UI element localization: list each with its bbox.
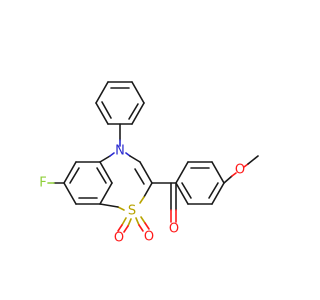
bond: [129, 155, 141, 163]
bond: [211, 161, 225, 184]
bond: [117, 206, 125, 211]
bond: [211, 182, 225, 205]
bond: [138, 224, 144, 232]
bond: [99, 203, 119, 208]
nitrogen-atom-label: N: [115, 144, 125, 159]
sulfur-atom-label: S: [128, 204, 136, 219]
bond: [121, 217, 127, 226]
bond: [139, 161, 153, 184]
methoxy-oxygen-label: O: [235, 163, 245, 178]
fluorine-atom-label: F: [39, 176, 46, 191]
methoxyphenyl-ring: [175, 161, 225, 205]
bond: [128, 103, 139, 120]
bond: [101, 101, 112, 119]
bond: [208, 182, 219, 199]
bond: [99, 155, 111, 163]
phenyl-ring: [95, 81, 145, 125]
bond: [131, 102, 145, 125]
bond: [139, 196, 145, 204]
bond: [223, 175, 233, 184]
bond: [99, 182, 113, 205]
bond: [99, 161, 113, 184]
bond: [125, 152, 131, 157]
bond: [95, 81, 109, 104]
bond: [181, 182, 192, 199]
bond: [135, 217, 140, 226]
bond: [95, 102, 109, 125]
bond: [69, 167, 80, 184]
bond: [175, 161, 189, 184]
bond: [131, 81, 145, 104]
bond: [63, 182, 77, 205]
bond: [144, 222, 150, 230]
bond: [247, 155, 259, 165]
sulfonyl-oxygen-right-label: O: [144, 230, 154, 245]
molecule-canvas: F N S O O O O: [39, 81, 259, 246]
fluorobenzene-ring: [63, 161, 113, 205]
bond: [134, 168, 145, 185]
bond: [175, 182, 189, 205]
methoxy-group: [223, 155, 259, 184]
bond: [143, 182, 153, 198]
bond: [109, 152, 115, 157]
bond: [117, 224, 123, 232]
sulfonyl-oxygen-left-label: O: [114, 231, 124, 246]
carbonyl-group: [151, 182, 189, 223]
bond: [127, 218, 132, 227]
bond: [140, 216, 146, 224]
carbonyl-oxygen-label: O: [169, 222, 179, 237]
bond: [231, 172, 237, 177]
bond: [63, 161, 77, 184]
molecule-structure-diagram: F N S O O O O: [39, 81, 259, 246]
bond: [123, 225, 129, 233]
bond: [243, 163, 249, 168]
sulfonyl-group: [117, 216, 150, 233]
thiazine-ring: [99, 152, 153, 211]
bond: [96, 167, 107, 184]
